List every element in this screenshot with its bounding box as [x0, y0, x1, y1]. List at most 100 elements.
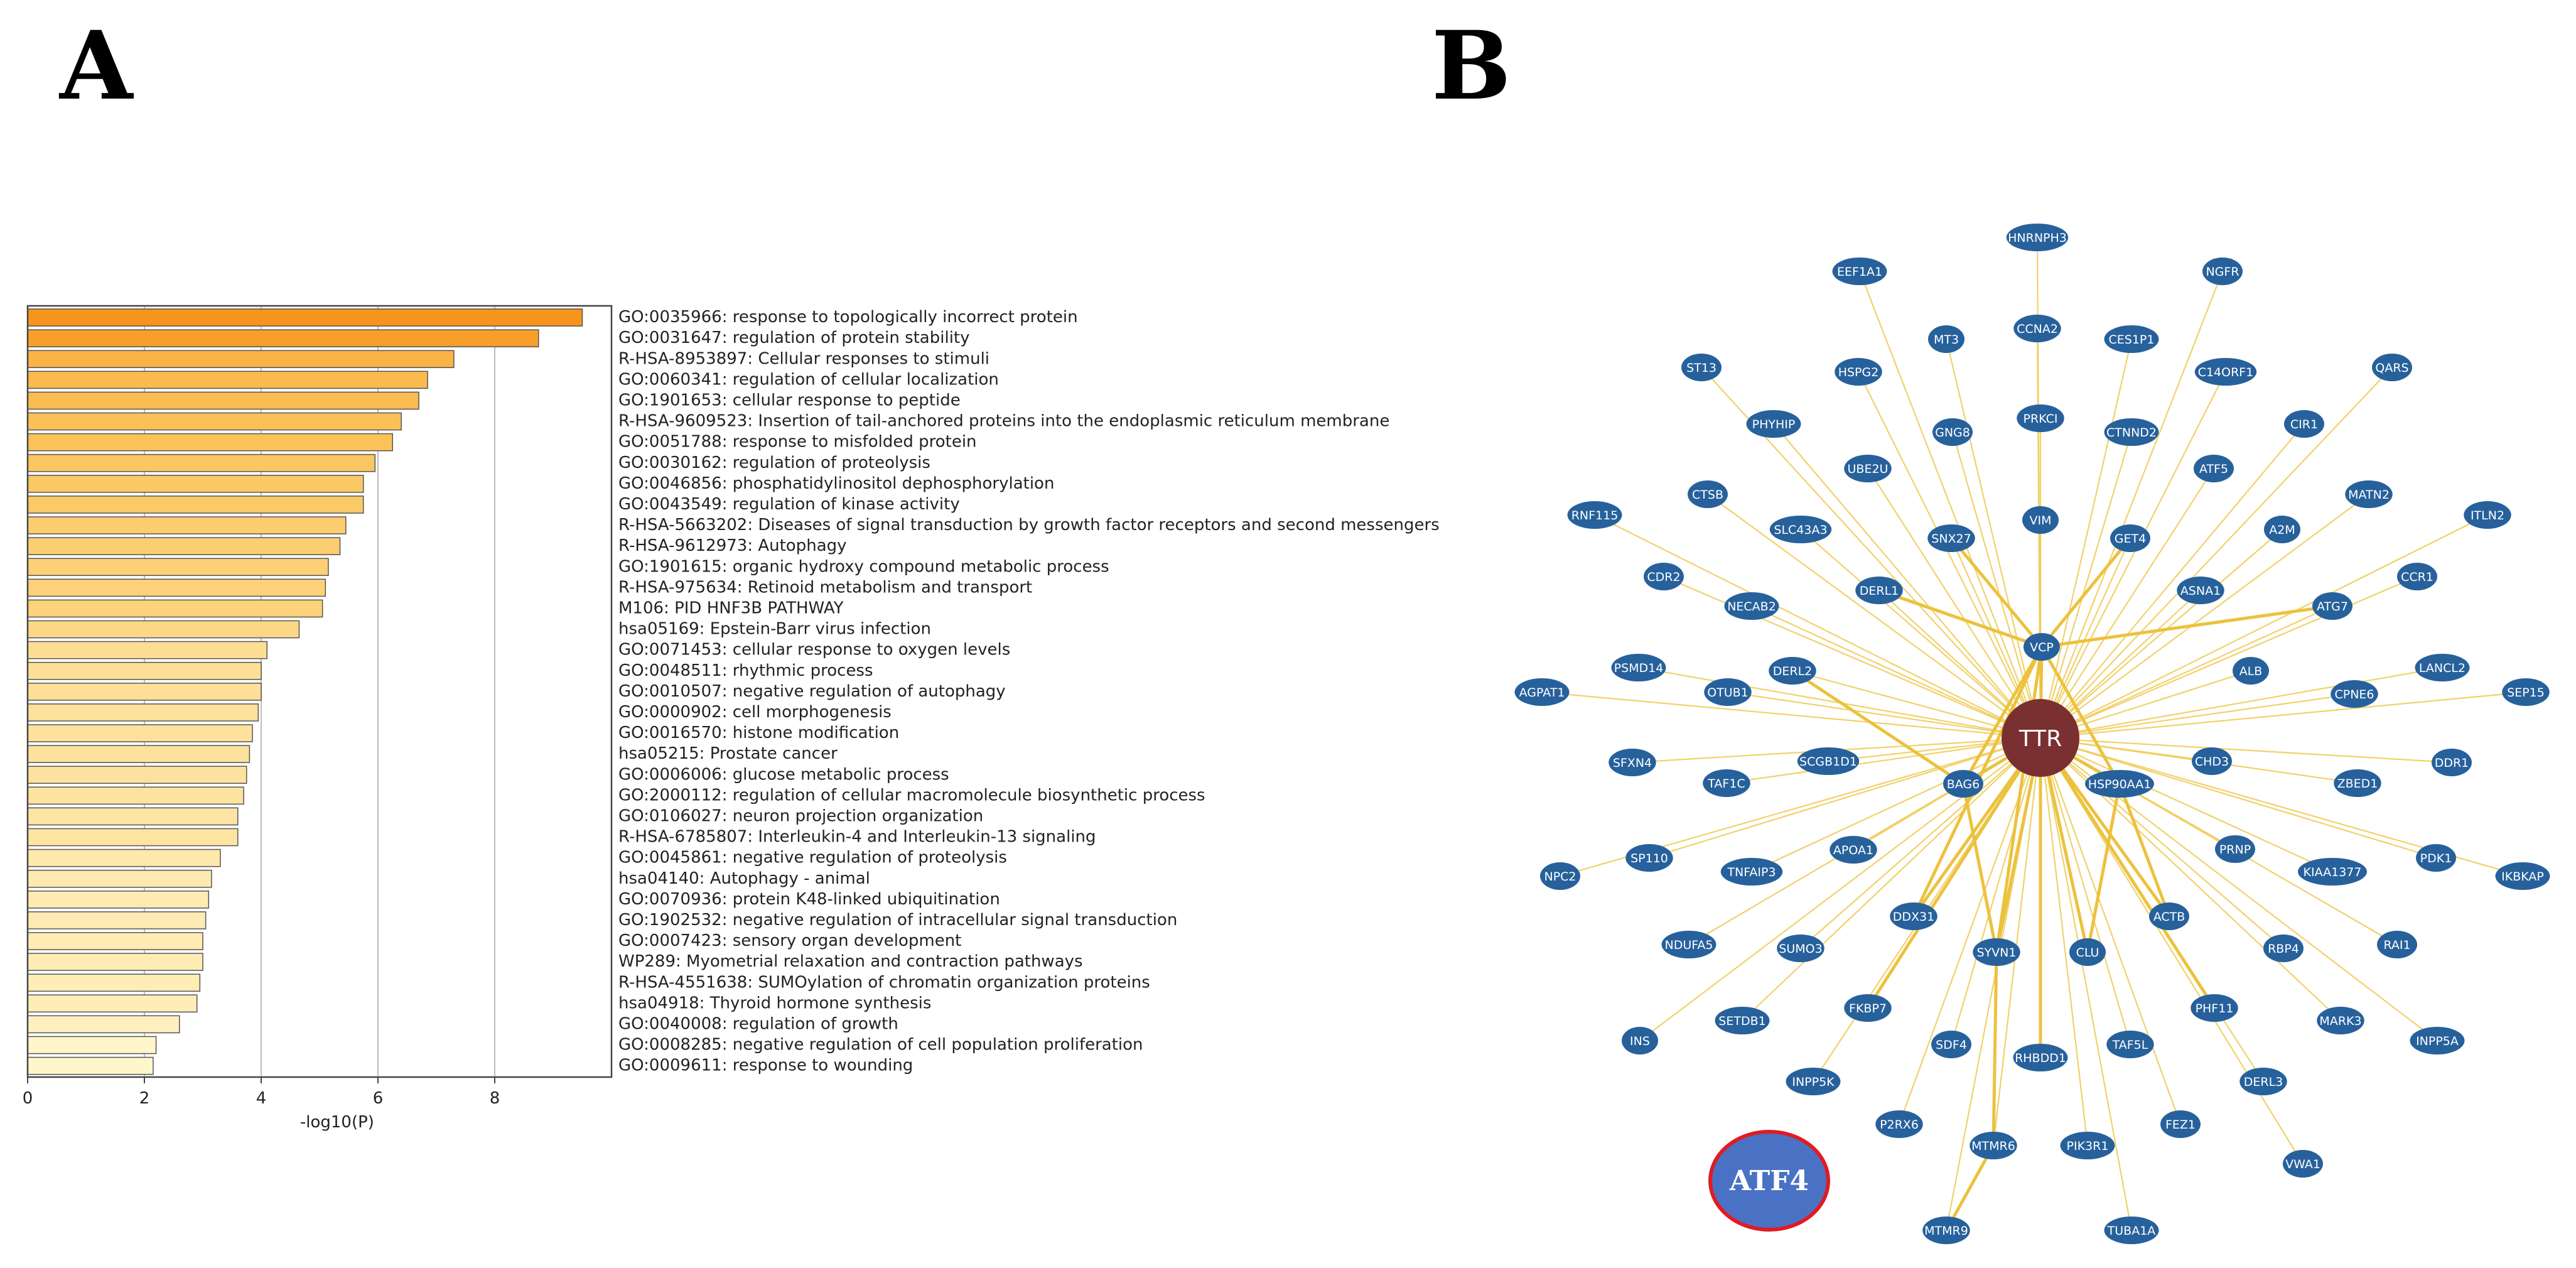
bar	[27, 848, 221, 867]
node-shape	[1922, 1217, 1970, 1244]
node-shape	[1622, 1027, 1658, 1054]
node-label: MATN2	[2348, 488, 2390, 502]
edge-strong	[1961, 783, 1998, 953]
network-node: HSPG2	[1835, 358, 1882, 386]
edge-strong	[2086, 783, 2121, 953]
node-shape	[2194, 455, 2234, 482]
node-shape	[2284, 410, 2324, 438]
node-shape	[1855, 577, 1903, 604]
node-label: CCNA2	[2017, 322, 2058, 336]
node-shape	[1832, 257, 1887, 285]
node-shape	[2416, 844, 2456, 872]
node-shape	[2149, 902, 2189, 930]
term-label: GO:2000112: regulation of cellular macro…	[618, 786, 1205, 805]
x-tick-label: 4	[256, 1089, 267, 1108]
bar	[27, 516, 347, 534]
node-label: PSMD14	[1614, 661, 1664, 675]
network-node: ACTB	[2149, 902, 2189, 930]
edge	[1726, 737, 2041, 784]
node-label: DDR1	[2435, 756, 2469, 770]
node-label: ASNA1	[2180, 584, 2221, 598]
network-node: ST13	[1681, 354, 1722, 381]
hub-label: TTR	[2018, 726, 2062, 752]
network-node: SP110	[1625, 844, 1673, 872]
highlight-node: ATF4	[1708, 1130, 1830, 1232]
edge	[1945, 339, 2042, 739]
network-node: SCGB1D1	[1797, 747, 1860, 775]
node-label: SETDB1	[1718, 1014, 1765, 1028]
node-label: INPP5A	[2416, 1034, 2459, 1048]
node-label: APOA1	[1833, 843, 1873, 857]
hub-node: TTR	[2002, 699, 2079, 777]
node-shape	[1703, 769, 1750, 797]
node-label: SDF4	[1936, 1038, 1967, 1052]
network-node: INPP5A	[2410, 1027, 2465, 1054]
node-label: NECAB2	[1727, 600, 1776, 614]
node-label: ACTB	[2153, 910, 2185, 924]
edge	[2040, 529, 2283, 739]
node-label: SYVN1	[1977, 946, 2017, 960]
network-node: A2M	[2264, 516, 2300, 543]
network-node: SYVN1	[1973, 938, 2020, 966]
network-node: MTMR6	[1970, 1132, 2017, 1159]
term-label: R-HSA-6785807: Interleukin-4 and Interle…	[618, 828, 1096, 847]
network-node: TAF1C	[1703, 769, 1750, 797]
network-node: ALB	[2233, 657, 2269, 685]
edge	[2040, 737, 2333, 873]
edge	[2040, 693, 2355, 739]
node-shape	[1777, 935, 1824, 962]
panel-label-b: B	[1431, 11, 1511, 121]
edge	[1727, 691, 2041, 739]
edge	[1707, 494, 2041, 739]
node-shape	[1644, 563, 1684, 590]
network-node: GNG8	[1932, 418, 1973, 446]
edge-strong	[1950, 537, 2043, 648]
node-label: PHYHIP	[1752, 418, 1796, 431]
network-node: ATG7	[2312, 592, 2352, 620]
node-label: ATG7	[2317, 600, 2348, 614]
node-shape	[1928, 325, 1964, 353]
edge	[2039, 271, 2224, 739]
edge	[1594, 514, 2041, 739]
node-shape	[1661, 931, 1716, 958]
network-node: BAG6	[1943, 770, 1983, 798]
node-shape	[2312, 592, 2352, 620]
edge-strong	[1944, 1144, 1995, 1232]
network-node: SNX27	[1927, 524, 1975, 552]
network-node: RBP4	[2263, 935, 2304, 962]
network-node: P2RX6	[1875, 1110, 1923, 1138]
node-label: NPC2	[1544, 870, 1576, 884]
node-shape	[1688, 480, 1728, 508]
node-label: SFXN4	[1613, 756, 1652, 770]
edge	[1800, 737, 2041, 949]
edge-strong	[1791, 669, 1964, 786]
node-label: CDR2	[1647, 570, 1680, 584]
edge-strong	[2040, 646, 2121, 785]
bar	[27, 412, 402, 431]
edge	[2040, 371, 2226, 739]
term-label: GO:0051788: response to misfolded protei…	[618, 433, 977, 452]
bar	[27, 953, 203, 971]
node-shape	[2495, 862, 2550, 890]
node-label: CLU	[2076, 946, 2099, 960]
edge	[2039, 431, 2133, 739]
network-node: VCP	[2024, 633, 2060, 661]
bar	[27, 932, 203, 950]
node-shape	[2334, 769, 2381, 797]
x-tick-label: 0	[23, 1089, 33, 1108]
node-shape	[1797, 747, 1860, 775]
node-shape	[1844, 455, 1892, 482]
node-shape	[1943, 770, 1983, 798]
node-shape	[1786, 1068, 1841, 1095]
node-shape	[2410, 1027, 2465, 1054]
network-node: SUMO3	[1777, 935, 1824, 962]
network-node: NPC2	[1540, 862, 1580, 890]
network-node: KIAA1377	[2298, 858, 2367, 886]
network-node: DERL2	[1769, 657, 1816, 685]
node-label: PDK1	[2420, 852, 2452, 865]
term-label: GO:0030162: regulation of proteolysis	[618, 453, 930, 472]
bar	[27, 891, 210, 909]
node-shape	[1611, 654, 1666, 681]
node-label: SCGB1D1	[1799, 755, 1857, 769]
term-label: hsa05215: Prostate cancer	[618, 744, 838, 763]
